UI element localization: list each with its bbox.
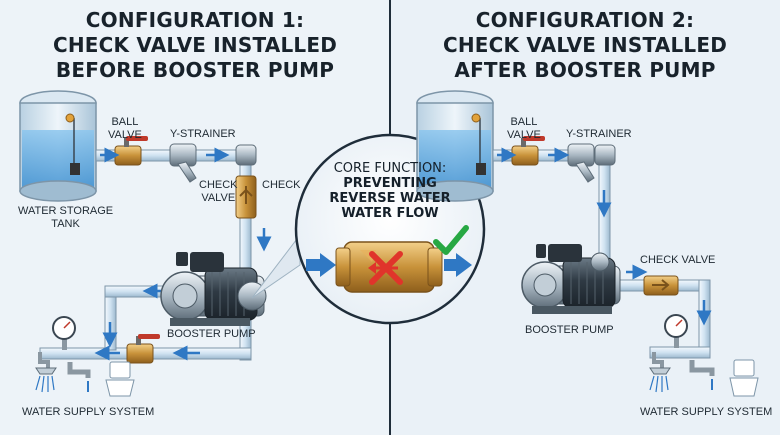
label-check-valve: CHECK VALVE [199,179,238,205]
label-line: WATER STORAGE [18,205,114,217]
core-function-line: PREVENTING [343,176,437,191]
label-check: CHECK [262,179,301,191]
core-function-text: CORE FUNCTION: PREVENTING REVERSE WATER … [296,161,484,221]
ball-valve-right [511,136,545,166]
config2-title-line: AFTER BOOSTER PUMP [454,58,716,82]
check-valve-right [643,275,679,296]
config1-title-line: CHECK VALVE INSTALLED [52,33,337,57]
label-water-supply-system-right: WATER SUPPLY SYSTEM [640,406,773,418]
config1-title: CONFIGURATION 1: CHECK VALVE INSTALLED B… [10,8,380,83]
core-function-line: REVERSE WATER [329,191,451,206]
pipe-left-vertical [104,289,117,351]
config2-title-line: CHECK VALVE INSTALLED [442,33,727,57]
label-line: VALVE [507,129,541,141]
booster-pump [160,252,267,326]
ball-valve [114,136,148,166]
elbow-fitting [235,144,257,166]
config2-title-line: CONFIGURATION 2: [475,8,695,32]
pressure-gauge-right [664,314,688,348]
faucet-icon-right [689,360,715,390]
label-check-valve-right: CHECK VALVE [640,254,716,266]
label-water-storage-tank: WATER STORAGE TANK [18,205,113,231]
label-booster-pump-right: BOOSTER PUMP [525,324,614,336]
config1-title-line: CONFIGURATION 1: [85,8,305,32]
water-storage-tank-right [416,90,494,202]
shower-head-icon [35,360,57,393]
config1-system [19,90,272,397]
label-line: TANK [51,218,80,230]
pressure-gauge [52,316,76,350]
config2-system [416,90,759,397]
water-storage-tank [19,90,97,202]
label-y-strainer-right: Y-STRAINER [566,128,632,140]
flow-arrows-right [497,147,712,326]
label-booster-pump: BOOSTER PUMP [167,328,256,340]
core-function-line: WATER FLOW [341,206,439,221]
faucet-icon [67,362,91,392]
toilet-icon-right [729,359,759,397]
reject-cross-icon [368,251,403,285]
label-line: VALVE [201,192,236,204]
booster-pump-right [521,244,621,314]
elbow-fitting-right [594,144,616,166]
y-strainer [169,143,197,183]
core-function-heading: CORE FUNCTION: [333,161,447,176]
shower-head-icon-right [649,360,671,393]
label-line: BALL [510,116,538,128]
pipe-down-right [698,279,711,359]
pipe-bottom-right [649,346,711,359]
config2-title: CONFIGURATION 2: CHECK VALVE INSTALLED A… [400,8,770,83]
flow-arrow-in [306,253,336,277]
label-line: BALL [111,116,139,128]
y-strainer-right [567,143,595,183]
label-y-strainer: Y-STRAINER [170,128,236,140]
ball-valve-bottom [126,334,160,364]
toilet-icon [105,361,135,397]
label-water-supply-system: WATER SUPPLY SYSTEM [22,406,155,418]
accept-check-icon [433,225,469,255]
label-ball-valve-right: BALL VALVE [507,116,541,142]
flow-arrow-out [444,253,472,277]
label-line: CHECK [199,179,238,191]
label-ball-valve: BALL VALVE [108,116,142,142]
check-valve-inline [235,175,257,219]
label-line: VALVE [108,129,142,141]
config1-title-line: BEFORE BOOSTER PUMP [55,58,335,82]
